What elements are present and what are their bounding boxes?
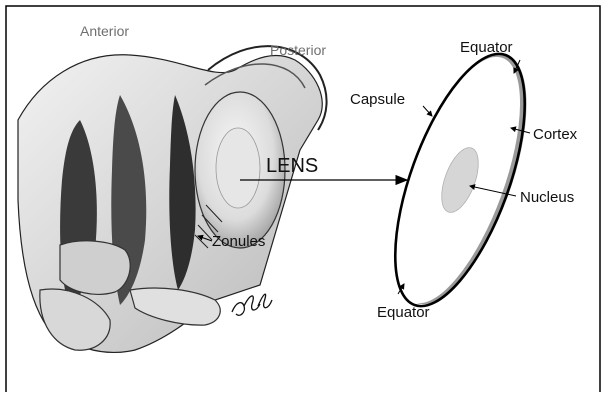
lower-structure-1 — [60, 241, 130, 294]
label-cortex: Cortex — [533, 126, 578, 143]
label-equator-top: Equator — [460, 39, 513, 56]
label-posterior: Posterior — [270, 42, 326, 58]
label-anterior: Anterior — [80, 23, 129, 39]
label-equator-bottom: Equator — [377, 304, 430, 321]
label-nucleus: Nucleus — [520, 189, 574, 206]
label-lens: LENS — [266, 155, 318, 177]
artist-signature — [232, 294, 272, 315]
capsule-pointer — [423, 106, 432, 116]
label-capsule: Capsule — [350, 91, 405, 108]
lens-ball-core — [216, 128, 260, 208]
label-zonules: Zonules — [212, 233, 265, 250]
eye-anatomy-illustration — [18, 46, 327, 352]
